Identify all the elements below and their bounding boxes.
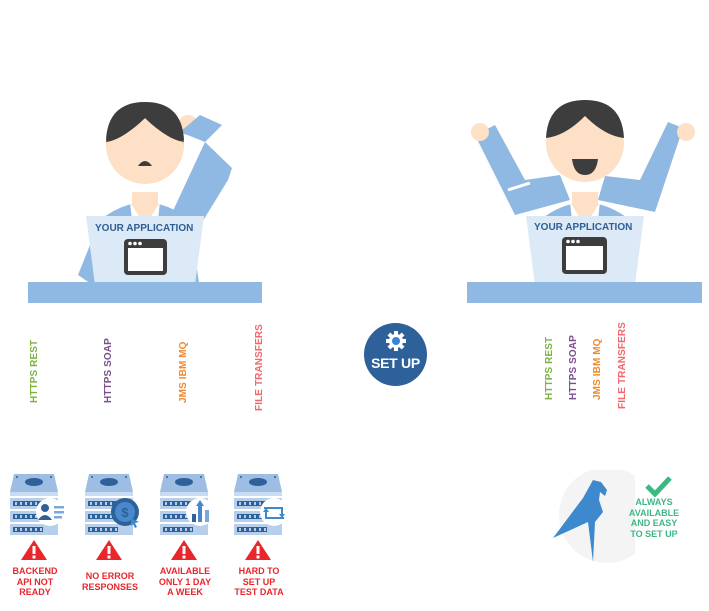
problem-line: NO ERROR xyxy=(85,571,135,581)
problem-line: HARD TO xyxy=(238,566,280,576)
problem-line: TEST DATA xyxy=(234,587,284,597)
hair xyxy=(546,100,624,138)
setup-button[interactable]: SET UP xyxy=(364,323,427,386)
protocol-label: HTTPS SOAP xyxy=(568,335,579,400)
protocol-https-soap: HTTPS SOAP xyxy=(103,338,114,403)
protocol-label: FILE TRANSFERS xyxy=(617,322,628,409)
server-icon xyxy=(10,474,64,535)
problem-line: READY xyxy=(19,587,51,597)
warning-icon xyxy=(171,540,197,560)
desk xyxy=(467,282,702,303)
smile xyxy=(572,159,598,175)
server-icon xyxy=(160,474,214,535)
app-label-before: YOUR APPLICATION xyxy=(95,223,194,234)
happy-person-scene xyxy=(467,100,702,303)
left-arm xyxy=(475,125,570,215)
problem-item xyxy=(160,470,222,560)
protocol-https-rest: HTTPS REST xyxy=(544,336,555,400)
protocol-label: FILE TRANSFERS xyxy=(254,324,265,411)
parrot-logo xyxy=(553,480,607,562)
user-card-icon xyxy=(36,498,64,526)
warning-icon xyxy=(96,540,122,560)
problem-line: A WEEK xyxy=(167,587,203,597)
gear-icon xyxy=(386,331,406,351)
problem-item xyxy=(10,470,72,560)
protocol-https-rest: HTTPS REST xyxy=(29,339,40,403)
protocol-https-soap: HTTPS SOAP xyxy=(568,335,579,400)
solution-graphic xyxy=(553,470,635,563)
solution-line: AVAILABLE xyxy=(628,507,680,518)
setup-label: SET UP xyxy=(371,355,420,371)
problem-line: RESPONSES xyxy=(81,581,139,592)
mouth xyxy=(138,161,152,166)
protocol-file-transfers: FILE TRANSFERS xyxy=(617,322,628,409)
right-arm xyxy=(598,122,683,212)
svg-text:$: $ xyxy=(121,505,129,520)
solution-line: TO SET UP xyxy=(630,528,678,539)
problem-line: ONLY 1 DAY xyxy=(158,576,212,587)
problem-item: $ xyxy=(85,470,147,560)
protocol-file-transfers: FILE TRANSFERS xyxy=(254,324,265,411)
dollar-cursor-icon: $ xyxy=(111,498,139,528)
server-icon: $ xyxy=(85,474,139,535)
problem-line: BACKEND xyxy=(12,566,58,576)
problem-line: SET UP xyxy=(242,576,276,587)
desk xyxy=(28,282,262,303)
server-icon xyxy=(234,474,288,535)
checkmark-icon xyxy=(645,476,672,497)
warning-icon xyxy=(245,540,271,560)
protocol-label: JMS IBM MQ xyxy=(178,341,189,403)
solution-line: AND EASY xyxy=(630,518,678,528)
protocol-jms-ibm-mq: JMS IBM MQ xyxy=(178,341,189,403)
protocol-jms-ibm-mq: JMS IBM MQ xyxy=(592,338,603,400)
protocol-label: HTTPS REST xyxy=(544,337,555,400)
problem-line: AVAILABLE xyxy=(159,566,211,576)
protocol-label: HTTPS SOAP xyxy=(103,338,114,403)
protocol-label: JMS IBM MQ xyxy=(592,338,603,400)
solution-text: ALWAYS AVAILABLE AND EASY TO SET UP xyxy=(624,497,684,539)
protocol-label: HTTPS REST xyxy=(29,340,40,403)
solution-line: ALWAYS xyxy=(635,497,673,507)
bar-chart-up-icon xyxy=(186,498,214,526)
problem-item xyxy=(234,470,296,560)
problem-line: API NOT xyxy=(16,576,54,587)
app-label-after: YOUR APPLICATION xyxy=(534,222,633,233)
warning-icon xyxy=(21,540,47,560)
swap-arrows-icon xyxy=(260,498,288,526)
confused-person-scene xyxy=(28,102,262,303)
